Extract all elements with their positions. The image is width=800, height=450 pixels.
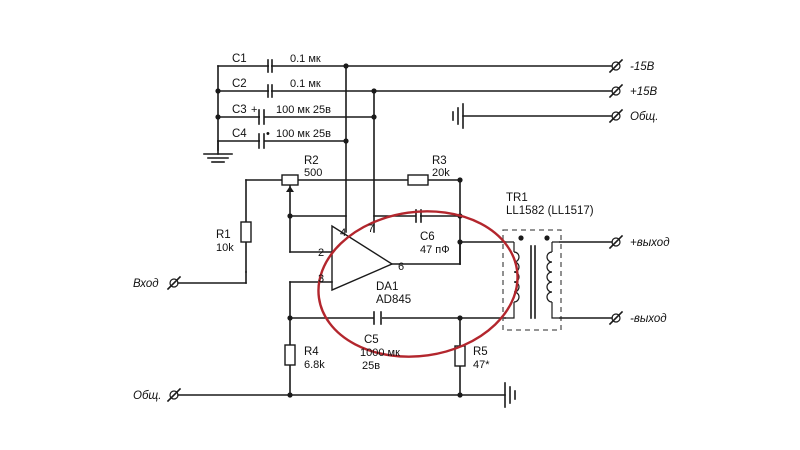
c5-value2: 25в (362, 360, 380, 372)
terminal-out-minus[interactable] (608, 310, 624, 326)
pin2-label: 2 (318, 247, 324, 259)
capacitor-c3 (258, 109, 265, 125)
capacitor-c2 (267, 84, 273, 98)
da1-part: AD845 (376, 294, 411, 306)
r5-ref: R5 (473, 346, 488, 358)
c6-value: 47 пФ (420, 244, 450, 256)
highlight-ellipse (317, 210, 519, 358)
resistor-r2 (281, 174, 299, 192)
resistor-r5 (454, 317, 466, 396)
terminal-gnd-top[interactable] (608, 108, 624, 124)
terminal-out-plus[interactable] (608, 234, 624, 250)
r4-ref: R4 (304, 346, 319, 358)
c2-ref: C2 (232, 78, 247, 90)
c5-ref: C5 (364, 334, 379, 346)
c2-value: 0.1 мк (290, 78, 321, 90)
capacitor-c4 (258, 133, 265, 149)
pin3-label: 3 (318, 273, 324, 285)
c5-line (287, 311, 506, 325)
resistor-r4 (284, 344, 296, 366)
terminal-out-minus-label: -выход (630, 313, 667, 325)
terminal-out-plus-label: +выход (630, 237, 670, 249)
c3-value: 100 мк 25в (276, 104, 331, 116)
opamp-da1 (289, 224, 394, 396)
c4-value: 100 мк 25в (276, 128, 331, 140)
r4-value: 6.8k (304, 359, 325, 371)
r3-value: 20k (432, 167, 450, 179)
input-line (177, 271, 247, 284)
terminal-neg15-label: -15В (630, 61, 655, 73)
tr1-ref: TR1 (506, 192, 528, 204)
pin6-label: 6 (398, 261, 404, 273)
terminal-gnd-top-label: Общ. (630, 111, 658, 123)
r2-ref: R2 (304, 155, 319, 167)
r5-value: 47* (473, 359, 490, 371)
ground-symbol-caps (203, 140, 233, 163)
terminal-pos15-label: +15В (630, 86, 658, 98)
transformer-tr1 (502, 229, 613, 331)
power-rails (215, 63, 613, 233)
terminal-gnd-bottom[interactable] (166, 387, 182, 403)
ground-symbol-top (452, 103, 464, 129)
pin7-label: 7 (368, 223, 374, 235)
tr1-part: LL1582 (LL1517) (506, 205, 594, 217)
terminal-input-label: Вход (133, 278, 159, 290)
da1-ref: DA1 (376, 281, 398, 293)
labels: C1 0.1 мк C2 0.1 мк C3 + 100 мк 25в C4 •… (133, 53, 670, 402)
pin4-label: 4 (340, 227, 346, 239)
terminal-input[interactable] (166, 275, 182, 291)
c1-value: 0.1 мк (290, 53, 321, 65)
c1-ref: C1 (232, 53, 247, 65)
c4-plus: • (266, 128, 270, 140)
resistor-r1 (240, 221, 252, 243)
terminal-pos15[interactable] (608, 83, 624, 99)
resistor-r3 (407, 174, 429, 186)
ground-bottom (177, 382, 516, 408)
c3-plus: + (251, 104, 257, 116)
c6-ref: C6 (420, 231, 435, 243)
c3-ref: C3 (232, 104, 247, 116)
capacitor-c1 (267, 59, 273, 73)
r1-value: 10k (216, 242, 234, 254)
terminal-neg15[interactable] (608, 58, 624, 74)
c5-value: 1000 мк (360, 347, 400, 359)
r1-ref: R1 (216, 229, 231, 241)
c4-ref: C4 (232, 128, 247, 140)
r3-ref: R3 (432, 155, 447, 167)
r2-value: 500 (304, 167, 322, 179)
terminal-gnd-bottom-label: Общ. (133, 390, 161, 402)
